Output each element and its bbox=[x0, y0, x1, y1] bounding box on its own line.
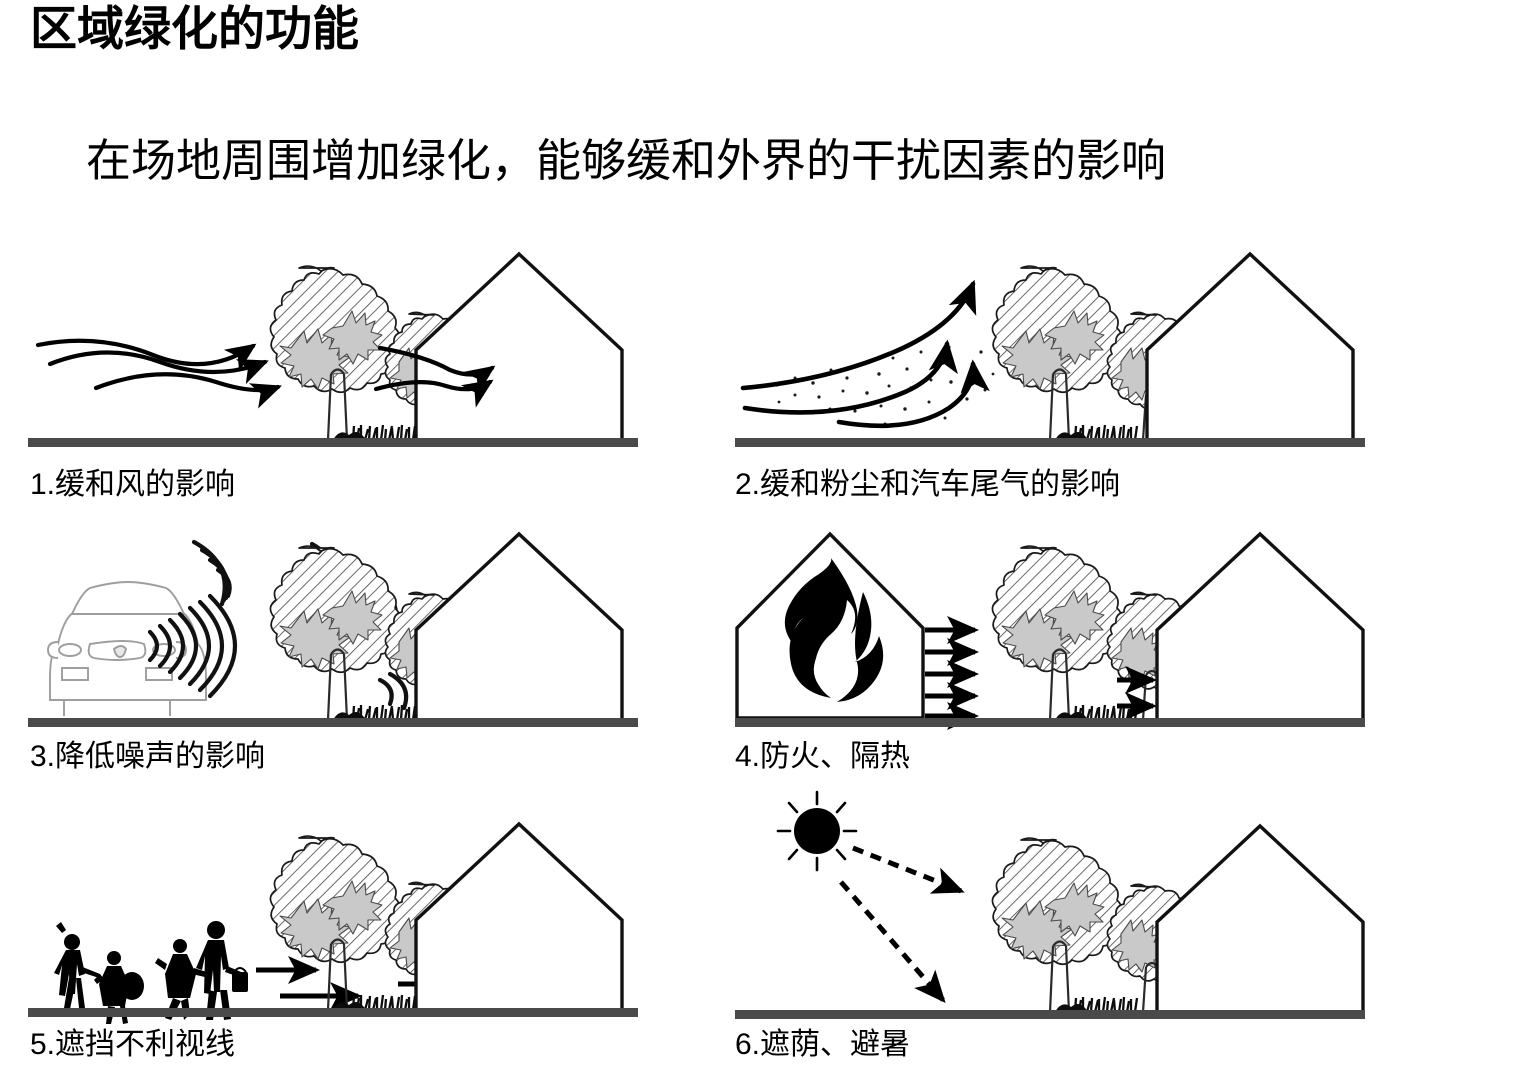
ground-line bbox=[735, 438, 1365, 447]
panel-noise bbox=[28, 528, 638, 733]
panel-wind bbox=[28, 252, 638, 452]
house-shape bbox=[414, 252, 624, 442]
caption-panel-5: 5.遮挡不利视线 bbox=[30, 1028, 236, 1061]
diagram-shade bbox=[735, 790, 1365, 1019]
wind-exit-arrows-icon bbox=[373, 345, 496, 408]
sightline-arrows-icon bbox=[256, 956, 363, 1010]
heat-arrows-right-icon bbox=[1117, 666, 1158, 720]
diagram-noise bbox=[28, 532, 638, 727]
panel-fire bbox=[735, 528, 1365, 733]
house-shape bbox=[1155, 824, 1365, 1014]
heat-arrows-left-icon bbox=[925, 616, 980, 730]
diagram-dust bbox=[735, 252, 1365, 447]
caption-panel-3: 3.降低噪声的影响 bbox=[30, 740, 266, 773]
house-shape bbox=[414, 532, 624, 722]
wind-streamlines-icon bbox=[35, 338, 282, 409]
page-subtitle: 在场地周围增加绿化，能够缓和外界的干扰因素的影响 bbox=[86, 135, 1167, 186]
diagram-fire bbox=[735, 531, 1365, 730]
house-shape bbox=[1145, 252, 1355, 442]
ground-line bbox=[735, 718, 1365, 727]
caption-panel-1: 1.缓和风的影响 bbox=[30, 468, 236, 501]
flame-icon bbox=[784, 558, 884, 702]
house-shape bbox=[1155, 532, 1365, 722]
ground-line bbox=[28, 1008, 638, 1017]
caption-panel-6: 6.遮荫、避暑 bbox=[735, 1028, 911, 1061]
ground-line bbox=[735, 1010, 1365, 1019]
ground-line bbox=[28, 438, 638, 447]
caption-panel-2: 2.缓和粉尘和汽车尾气的影响 bbox=[735, 468, 1121, 501]
panel-sight bbox=[28, 818, 638, 1024]
diagram-wind bbox=[28, 252, 638, 447]
ground-line bbox=[28, 718, 638, 727]
dust-updraft-arrows-icon bbox=[740, 279, 990, 429]
sunray-arrows-icon bbox=[839, 845, 965, 1004]
diagram-sight bbox=[28, 822, 638, 1024]
sun-icon bbox=[776, 790, 858, 872]
caption-panel-4: 4.防火、隔热 bbox=[735, 740, 911, 773]
house-shape bbox=[414, 822, 624, 1012]
page-title: 区域绿化的功能 bbox=[30, 2, 359, 55]
car-front-view-icon bbox=[47, 581, 207, 716]
panel-shade bbox=[735, 786, 1365, 1026]
panel-dust bbox=[735, 252, 1365, 452]
